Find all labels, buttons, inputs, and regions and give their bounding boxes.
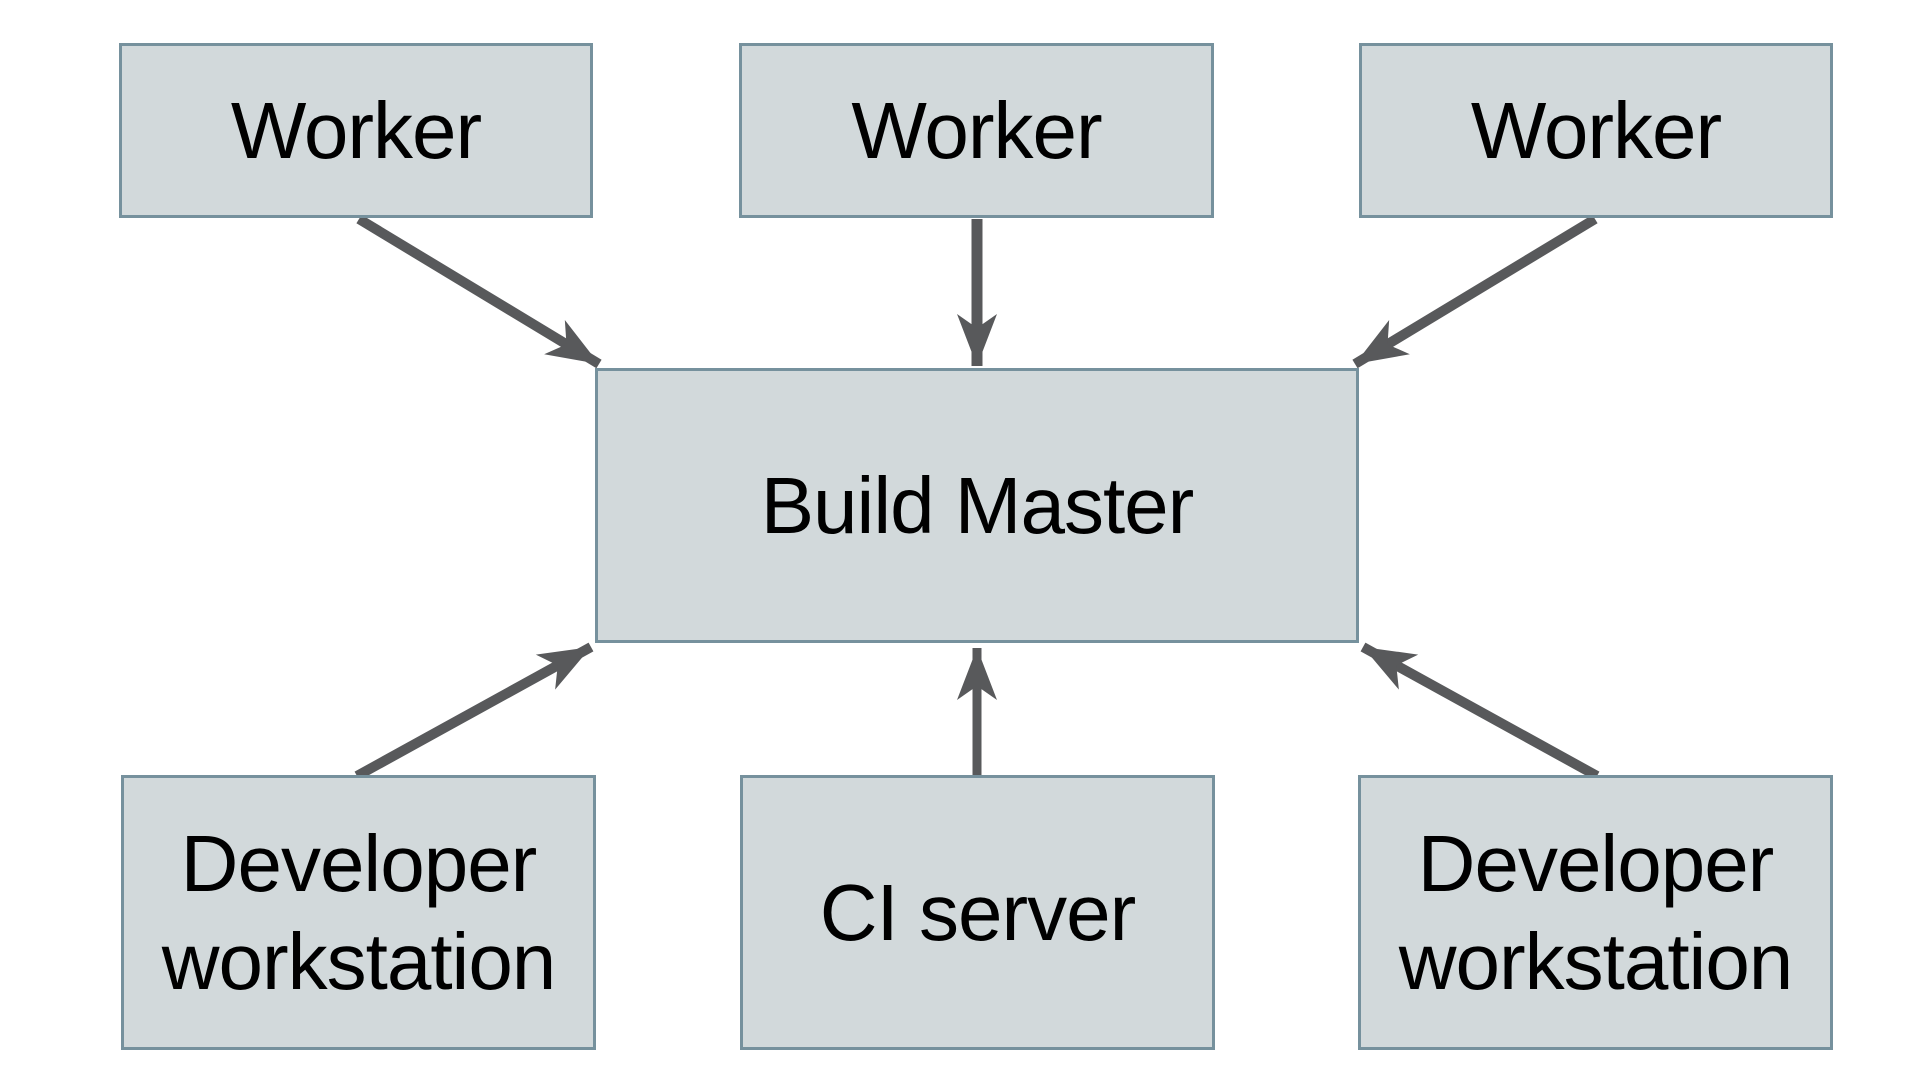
node-worker-2: Worker [739, 43, 1214, 218]
node-developer-workstation-right-label: Developer workstation [1398, 818, 1794, 1006]
node-worker-3-label: Worker [1470, 85, 1722, 175]
arrow-worker3-to-build-master [1352, 214, 1598, 369]
node-build-master: Build Master [595, 368, 1359, 643]
node-worker-1: Worker [119, 43, 593, 218]
node-developer-workstation-left-label: Developer workstation [161, 818, 557, 1006]
arrow-dev-left-to-build-master [354, 642, 594, 781]
node-ci-server-label: CI server [819, 867, 1136, 957]
node-ci-server: CI server [740, 775, 1215, 1050]
node-worker-3: Worker [1359, 43, 1833, 218]
arrow-worker1-to-build-master [356, 214, 602, 369]
arrow-dev-right-to-build-master [1360, 642, 1600, 781]
node-build-master-label: Build Master [760, 460, 1195, 550]
node-developer-workstation-left: Developer workstation [121, 775, 596, 1050]
node-worker-1-label: Worker [230, 85, 482, 175]
node-developer-workstation-right: Developer workstation [1358, 775, 1833, 1050]
node-worker-2-label: Worker [851, 85, 1102, 175]
